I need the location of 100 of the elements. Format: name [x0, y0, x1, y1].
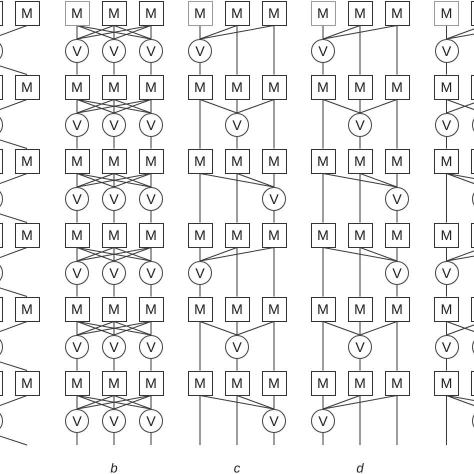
connector-line	[236, 136, 238, 149]
node-label: V	[269, 414, 279, 428]
node-label: M	[145, 228, 157, 242]
node-label: M	[145, 154, 157, 168]
connector-line	[200, 25, 274, 40]
node-label: M	[145, 302, 157, 316]
module-box	[64, 296, 90, 322]
crossing-connectors	[76, 173, 152, 188]
node-label: V	[146, 340, 156, 354]
module-box	[224, 74, 250, 100]
connector-line	[150, 62, 152, 75]
crossing-connectors	[446, 321, 474, 336]
module-box	[138, 296, 164, 322]
connector-line	[0, 136, 28, 149]
voter-circle	[102, 113, 126, 137]
connector-line	[322, 62, 324, 75]
module-box	[14, 296, 40, 322]
module-box	[434, 296, 459, 322]
module-box	[224, 370, 250, 396]
node-label: V	[72, 192, 82, 206]
voter-circle	[262, 409, 286, 433]
node-label: M	[231, 80, 243, 94]
connector-line	[396, 321, 398, 371]
node-label: V	[318, 44, 328, 58]
node-label: V	[72, 118, 82, 132]
connector-line	[76, 99, 78, 114]
node-label: M	[354, 154, 366, 168]
connector-line	[236, 321, 274, 336]
module-box	[102, 74, 126, 100]
node-label: M	[71, 6, 83, 20]
connector-line	[76, 173, 78, 188]
voter-circle	[139, 409, 163, 433]
node-label: M	[354, 302, 366, 316]
connector-line	[76, 321, 78, 336]
node-label: V	[72, 266, 82, 280]
node-label: M	[268, 376, 280, 390]
module-box	[188, 148, 212, 174]
voter-circle	[385, 261, 409, 285]
connector-line	[322, 395, 360, 410]
voter-circle	[348, 335, 372, 359]
connector-line	[150, 136, 152, 149]
node-label: V	[355, 340, 365, 354]
node-label: V	[269, 192, 279, 206]
connector-line	[0, 210, 28, 223]
connector-line	[150, 25, 152, 40]
voter-circle	[434, 335, 458, 359]
node-label: V	[146, 414, 156, 428]
module-box	[262, 0, 286, 26]
node-label: M	[391, 376, 403, 390]
voter-circle	[102, 261, 126, 285]
node-label: V	[442, 44, 452, 58]
module-box	[262, 148, 286, 174]
crossing-connectors	[76, 25, 114, 40]
module-box	[434, 370, 459, 396]
connector-line	[396, 210, 398, 223]
module-box	[64, 370, 90, 396]
node-label: M	[317, 228, 329, 242]
node-label: M	[354, 80, 366, 94]
panel-label: c	[234, 462, 240, 474]
voter-circle	[434, 261, 458, 285]
node-label: M	[231, 376, 243, 390]
connector-line	[236, 358, 238, 371]
module-box	[434, 222, 459, 248]
connector-line	[360, 99, 398, 114]
node-label: V	[318, 414, 328, 428]
connector-line	[200, 247, 274, 262]
module-box	[14, 370, 40, 396]
node-label: M	[391, 6, 403, 20]
crossing-connectors	[76, 25, 152, 40]
module-box	[188, 74, 212, 100]
connector-line	[322, 99, 324, 149]
node-label: M	[391, 80, 403, 94]
connector-line	[0, 432, 28, 446]
voter-circle	[102, 335, 126, 359]
connector-line	[200, 247, 238, 262]
connector-line	[236, 25, 238, 75]
node-label: M	[194, 80, 206, 94]
node-label: M	[440, 154, 452, 168]
node-label: M	[145, 6, 157, 20]
node-label: M	[71, 302, 83, 316]
connector-line	[236, 321, 238, 336]
connector-line	[200, 25, 238, 40]
node-label: M	[108, 376, 120, 390]
module-box	[384, 148, 410, 174]
module-box	[310, 370, 336, 396]
connector-line	[322, 25, 398, 40]
connector-line	[322, 173, 324, 223]
voter-circle	[311, 39, 335, 63]
module-box	[138, 0, 164, 26]
node-label: V	[72, 44, 82, 58]
connector-line	[322, 25, 360, 40]
voter-circle	[139, 113, 163, 137]
node-label: M	[354, 228, 366, 242]
module-box	[138, 370, 164, 396]
node-label: M	[21, 302, 33, 316]
node-label: V	[146, 118, 156, 132]
connector-line	[396, 247, 398, 262]
voter-circle	[225, 113, 249, 137]
module-box	[348, 370, 372, 396]
connector-line	[200, 173, 274, 188]
